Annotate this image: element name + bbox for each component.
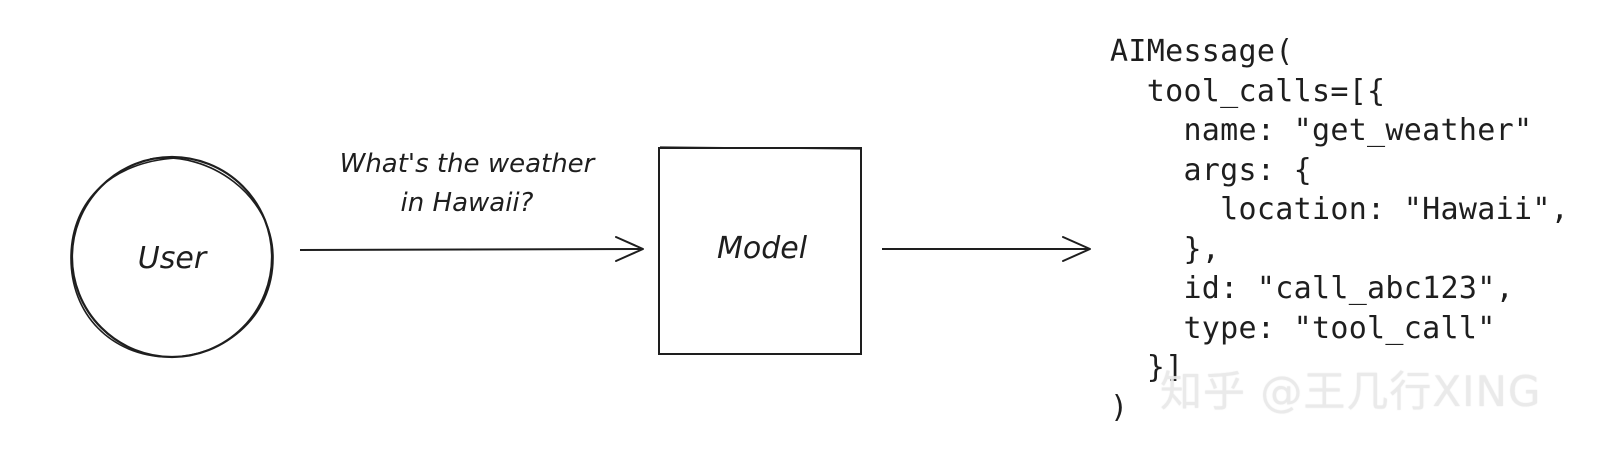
code-line: name: "get_weather" [1110,113,1533,148]
user-label: User [138,241,208,276]
question-line-2: in Hawaii? [401,188,534,218]
code-line: type: "tool_call" [1110,310,1496,346]
code-line: }] [1110,350,1184,385]
edge-label-question: What's the weather in Hawaii? [340,149,597,218]
ai-message-code-block: AIMessage( tool_calls=[{ name: "get_weat… [1110,32,1569,427]
arrow-model-to-output [882,236,1091,262]
model-label: Model [717,231,808,266]
user-node: User [70,155,274,359]
model-node: Model [658,146,863,355]
code-line: id: "call_abc123", [1110,271,1514,306]
code-line: ) [1110,389,1129,425]
code-line: AIMessage( [1110,34,1294,69]
watermark: 知乎 @王几行XING [1160,367,1542,416]
code-line: }, [1110,231,1221,267]
code-line: args: { [1110,152,1312,188]
arrow-user-to-model [299,236,644,262]
user-circle-sketch-stroke [70,157,274,358]
code-line: location: "Hawaii", [1110,192,1570,227]
question-line-1: What's the weather [340,149,597,179]
code-line: tool_calls=[{ [1110,73,1386,109]
